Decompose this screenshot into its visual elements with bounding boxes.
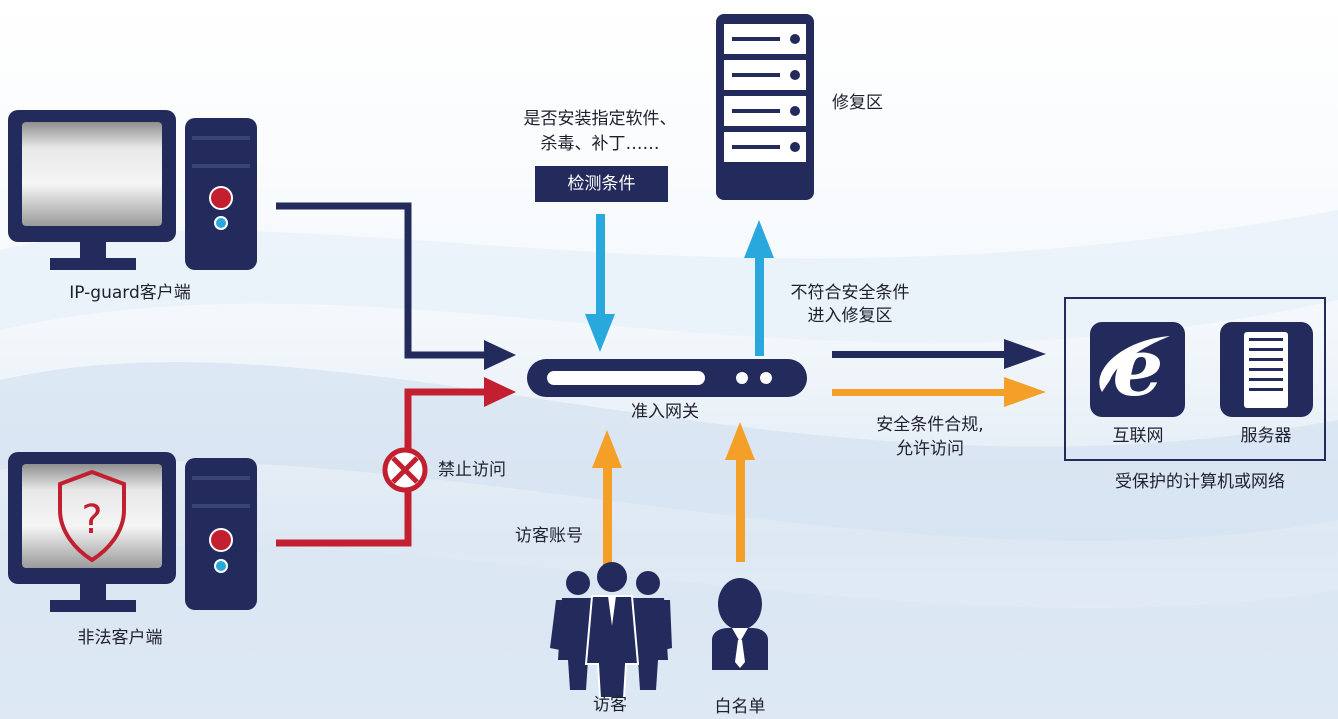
background-wave (0, 210, 1338, 343)
compliant-to-protected-arrowhead (1004, 377, 1046, 407)
illegal-client-computer-icon: ? (8, 452, 257, 612)
ipguard-to-gateway-arrowhead (484, 340, 516, 370)
whitelist-to-gateway-arrowhead (725, 422, 755, 460)
detection-to-gateway-arrowhead (585, 314, 615, 352)
whitelist-to-gateway-line (736, 456, 745, 562)
repair-server-icon (716, 14, 814, 200)
ipguard-to-gateway-line (276, 202, 488, 359)
detection-question-line1: 是否安装指定软件、 (523, 109, 677, 129)
guest-label: 访客 (593, 695, 627, 715)
whitelist-person-icon (712, 578, 768, 670)
gateway-to-protected-line (832, 351, 1012, 358)
gateway-to-repair-arrowhead (744, 220, 774, 258)
svg-text:e: e (1113, 320, 1164, 414)
access-gateway-icon (527, 359, 807, 397)
compliant-line2: 允许访问 (896, 439, 964, 459)
server-label: 服务器 (1240, 426, 1292, 446)
guest-group-icon (550, 562, 672, 699)
protected-network-frame (1064, 297, 1326, 461)
shield-question-icon (58, 469, 126, 563)
repair-flow-line2: 进入修复区 (807, 306, 893, 326)
detection-question-line2: 杀毒、补丁…… (540, 134, 660, 154)
guest-to-gateway-line (603, 464, 612, 568)
ipguard-client-label: IP-guard客户端 (69, 283, 191, 303)
gateway-to-repair-line (755, 254, 764, 356)
gateway-label: 准入网关 (631, 402, 699, 422)
compliant-to-protected-line (832, 389, 1012, 396)
protected-network-caption: 受保护的计算机或网络 (1115, 472, 1285, 492)
illegal-client-label: 非法客户端 (77, 628, 163, 648)
detection-to-gateway-line (596, 214, 605, 318)
guest-account-label: 访客账号 (515, 526, 583, 546)
ipguard-client-computer-icon (8, 110, 257, 270)
compliant-line1: 安全条件合规, (876, 415, 984, 435)
server-icon (1220, 322, 1313, 417)
internet-label: 互联网 (1112, 426, 1164, 446)
background-wave (0, 362, 1338, 541)
detection-condition-box: 检测条件 (535, 166, 668, 202)
whitelist-label: 白名单 (714, 697, 766, 717)
forbidden-label: 禁止访问 (438, 460, 506, 480)
svg-text:?: ? (81, 497, 102, 543)
repair-zone-label: 修复区 (832, 93, 883, 113)
repair-flow-line1: 不符合安全条件 (790, 283, 910, 303)
gateway-to-protected-arrowhead (1004, 339, 1046, 369)
guest-to-gateway-arrowhead (592, 430, 622, 468)
internet-explorer-icon: e (1090, 320, 1185, 417)
forbidden-icon (382, 447, 428, 493)
illegal-to-gateway-arrowhead (484, 377, 516, 407)
